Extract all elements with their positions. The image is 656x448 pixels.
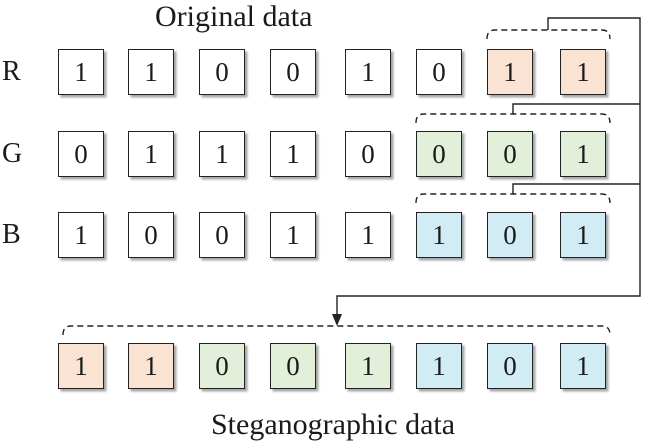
bit-box-r-6: 0 [416,49,462,95]
bit-box-result-1: 1 [58,343,104,389]
bit-box-g-5: 0 [345,131,391,177]
bit-box-g-1: 0 [58,131,104,177]
bit-box-result-7: 0 [487,343,533,389]
bit-box-result-8: 1 [560,343,606,389]
bit-box-b-5: 1 [345,212,391,258]
bit-box-g-3: 1 [199,131,245,177]
bit-box-g-8: 1 [560,131,606,177]
bit-box-r-8: 1 [560,49,606,95]
connector-g [512,103,640,114]
bit-box-b-6: 1 [416,212,462,258]
bit-box-r-5: 1 [345,49,391,95]
bit-box-g-6: 0 [416,131,462,177]
row-label-b: B [2,219,21,250]
bit-box-g-4: 1 [270,131,316,177]
bit-box-b-4: 1 [270,212,316,258]
bit-box-r-2: 1 [128,49,174,95]
bit-box-b-8: 1 [560,212,606,258]
arrow-head [332,314,342,326]
connector-b [512,183,640,194]
bracket-r [486,29,611,40]
bit-box-result-3: 0 [199,343,245,389]
bracket-result [62,325,611,336]
row-label-g: G [2,138,23,169]
bit-box-result-2: 1 [128,343,174,389]
steganographic-data-title: Steganographic data [211,408,456,441]
bit-box-g-7: 0 [487,131,533,177]
bit-box-g-2: 1 [128,131,174,177]
original-data-title: Original data [155,0,313,33]
connector-bus [336,17,641,316]
bit-box-r-4: 0 [270,49,316,95]
bit-box-r-7: 1 [487,49,533,95]
bit-box-result-6: 1 [416,343,462,389]
bit-box-b-1: 1 [58,212,104,258]
bracket-b [415,193,611,204]
bit-box-b-7: 0 [487,212,533,258]
bit-box-r-3: 0 [199,49,245,95]
bit-box-result-5: 1 [345,343,391,389]
bit-box-result-4: 0 [270,343,316,389]
bit-box-b-3: 0 [199,212,245,258]
row-label-r: R [2,56,21,87]
bit-box-b-2: 0 [128,212,174,258]
bracket-g [415,113,611,124]
bit-box-r-1: 1 [58,49,104,95]
